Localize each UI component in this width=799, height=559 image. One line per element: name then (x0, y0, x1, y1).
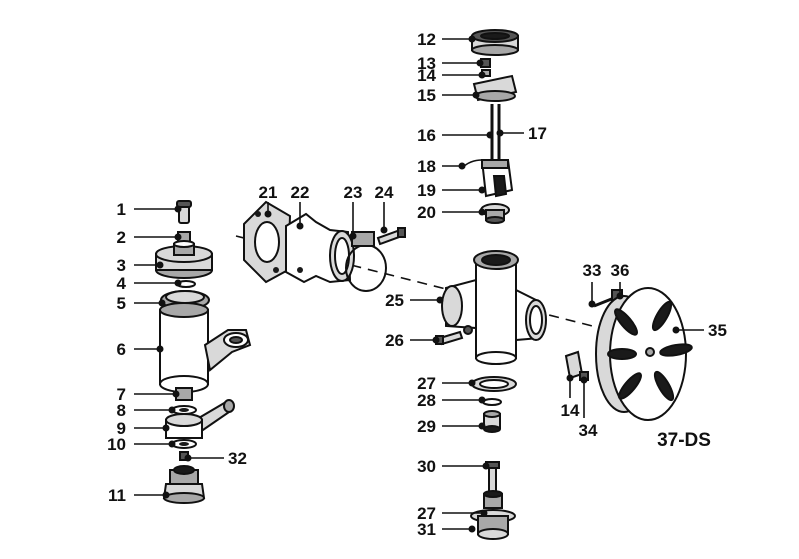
callout-21: 21 (259, 183, 278, 202)
part-35-air-filter (595, 287, 693, 421)
part-6-float-bowl (159, 302, 252, 401)
callout-30: 30 (417, 457, 436, 476)
callout-12: 12 (417, 30, 436, 49)
part-15-cap (472, 74, 518, 102)
part-3-cap-nut (155, 240, 213, 279)
callout-17: 17 (528, 124, 547, 143)
part-27-gasket (471, 376, 517, 392)
callout-32: 32 (228, 449, 247, 468)
callout-33: 33 (583, 261, 602, 280)
part-33-adjuster-screw (593, 296, 615, 308)
callout-2: 2 (117, 228, 126, 247)
callout-20: 20 (417, 203, 436, 222)
callout-25: 25 (385, 291, 404, 310)
part-21-gasket (243, 200, 292, 284)
callout-11: 11 (108, 486, 126, 505)
callout-8: 8 (117, 401, 126, 420)
callout-4: 4 (117, 274, 127, 293)
part-19-throttle-slide (480, 159, 514, 198)
part-10-washer (171, 439, 197, 449)
part-22-inlet-manifold (285, 212, 355, 284)
callout-28: 28 (417, 391, 436, 410)
callout-18: 18 (417, 157, 436, 176)
part-25-carburettor-body (441, 250, 547, 365)
callout-10: 10 (107, 435, 126, 454)
callout-14: 14 (417, 66, 436, 85)
part-29-jet (483, 410, 501, 433)
callout-14b: 14 (561, 401, 580, 420)
callout-22: 22 (291, 183, 310, 202)
part-23-hose-clamp (345, 231, 387, 292)
part-27b-gasket (483, 490, 503, 509)
callout-7: 7 (117, 385, 126, 404)
callout-13: 13 (417, 54, 436, 73)
part-11-banjo-bolt (162, 465, 206, 504)
callout-23: 23 (344, 183, 363, 202)
part-8-washer (171, 405, 197, 415)
leader-lines (134, 35, 704, 533)
part-12-slide-nut (471, 29, 519, 56)
callout-36: 36 (611, 261, 630, 280)
callout-3: 3 (117, 256, 126, 275)
figure-caption: 37-DS (657, 430, 711, 451)
callout-5: 5 (117, 294, 126, 313)
callout-1: 1 (117, 200, 126, 219)
callout-19: 19 (417, 181, 436, 200)
part-31-float-chamber-nut (470, 509, 516, 540)
callout-26: 26 (385, 331, 404, 350)
callout-16: 16 (417, 126, 436, 145)
callout-labels: 1 2 3 4 5 6 7 8 9 10 11 32 12 13 14 15 1… (107, 30, 727, 539)
callout-15: 15 (417, 86, 436, 105)
part-20-cable-stop (480, 203, 510, 224)
callout-31: 31 (417, 520, 436, 539)
part-9-banjo-union (165, 399, 235, 439)
part-24-clamp-screw (376, 227, 406, 246)
part-26-screw (435, 330, 464, 346)
callout-34: 34 (579, 421, 598, 440)
callout-24: 24 (375, 183, 394, 202)
callout-35: 35 (708, 321, 727, 340)
part-28-o-ring (482, 398, 502, 406)
part-1-screw (176, 200, 192, 224)
callout-29: 29 (417, 417, 436, 436)
callout-9: 9 (117, 419, 126, 438)
callout-27b: 27 (417, 504, 436, 523)
callout-6: 6 (117, 340, 126, 359)
callout-27: 27 (417, 374, 436, 393)
